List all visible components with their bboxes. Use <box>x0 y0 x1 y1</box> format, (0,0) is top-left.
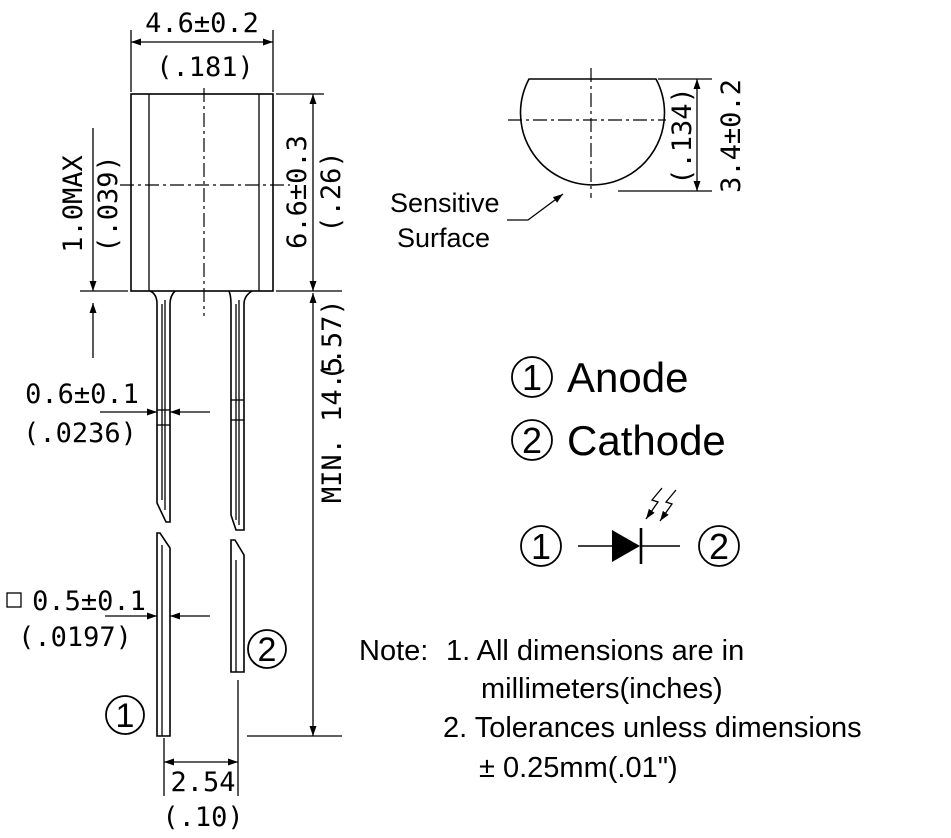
dim-lens-height: (.134) 3.4±0.2 <box>618 78 747 193</box>
body-width-inch: (.181) <box>156 52 254 83</box>
legend-anode-label: Anode <box>567 354 688 401</box>
flange-offset-inch: (.039) <box>93 155 124 253</box>
sensitive-surface-callout: Sensitive Surface <box>390 188 564 253</box>
lead-length-mm: MIN. 14.5 <box>317 357 348 503</box>
lens-height-mm: 3.4±0.2 <box>716 79 747 193</box>
dim-body-height: 6.6±0.3 (.26) <box>276 93 347 292</box>
lead-cathode <box>228 290 253 673</box>
symbol-pin2-number: 2 <box>709 526 729 567</box>
dim-body-width: 4.6±0.2 (.181) <box>130 8 274 92</box>
body-height-mm: 6.6±0.3 <box>282 135 313 249</box>
component-body <box>120 88 290 316</box>
lead-anode <box>149 290 176 737</box>
legend-pin2-number: 2 <box>522 420 542 461</box>
diode-triangle-icon <box>612 530 640 562</box>
dim-flange-offset: 1.0MAX (.039) <box>58 128 128 358</box>
note-1-line-2: millimeters(inches) <box>481 673 723 705</box>
flange-offset-mm: 1.0MAX <box>58 155 89 253</box>
symbol-pin1-number: 1 <box>531 526 551 567</box>
note-2-line-2: ± 0.25mm(.01") <box>479 752 678 784</box>
pin-legend: 1 Anode 2 Cathode <box>511 354 726 464</box>
svg-text:2: 2 <box>258 631 277 669</box>
lead-width-mm: 0.6±0.1 <box>25 379 139 410</box>
lead-spacing-mm: 2.54 <box>170 767 235 798</box>
legend-cathode-label: Cathode <box>567 417 726 464</box>
notes-block: Note: 1. All dimensions are in millimete… <box>359 635 862 784</box>
square-symbol-icon <box>6 592 22 608</box>
body-height-inch: (.26) <box>316 151 347 232</box>
lead-spacing-inch: (.10) <box>162 802 243 833</box>
lead-width-inch: (.0236) <box>23 418 137 449</box>
legend-pin1-number: 1 <box>522 357 542 398</box>
body-width-mm: 4.6±0.2 <box>145 8 259 39</box>
pin2-lead-marker: 2 <box>247 629 287 669</box>
svg-text:1: 1 <box>116 697 135 735</box>
lead-square-inch: (.0197) <box>18 622 132 653</box>
incident-light-arrows-icon <box>645 487 677 522</box>
note-1-line-1: 1. All dimensions are in <box>446 635 744 667</box>
pin1-lead-marker: 1 <box>105 695 145 735</box>
note-2-line-1: 2. Tolerances unless dimensions <box>443 712 862 744</box>
lead-length-inch: (.57) <box>317 299 348 380</box>
lead-square-mm: 0.5±0.1 <box>32 586 146 617</box>
note-prefix: Note: <box>359 635 428 667</box>
photodiode-symbol: 1 2 <box>520 487 740 567</box>
dim-lead-width: 0.6±0.1 (.0236) <box>23 379 210 449</box>
dim-lead-spacing: 2.54 (.10) <box>162 680 244 833</box>
dim-lead-length: MIN. 14.5 (.57) <box>247 293 348 737</box>
legend-cathode: 2 Cathode <box>511 417 726 464</box>
top-view-lens <box>508 68 666 198</box>
surface-label: Surface <box>397 223 490 253</box>
lens-height-inch: (.134) <box>667 87 698 185</box>
dim-lead-square: 0.5±0.1 (.0197) <box>6 586 210 653</box>
sensitive-label: Sensitive <box>390 188 500 218</box>
legend-anode: 1 Anode <box>511 354 688 401</box>
